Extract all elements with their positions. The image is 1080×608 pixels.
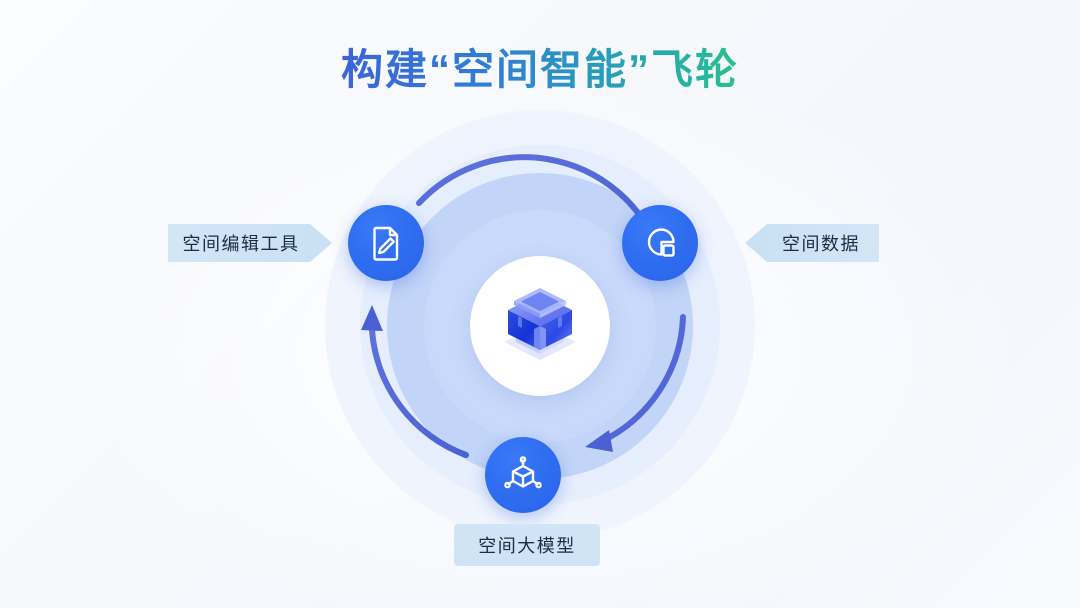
arrow-data-to-model (585, 314, 686, 452)
data-chart-icon (647, 228, 675, 257)
label-spatial-data[interactable]: 空间数据 (745, 224, 879, 262)
node-spatial-editing-tools[interactable] (348, 205, 424, 281)
center-medallion (470, 256, 610, 396)
cube-node-icon (504, 456, 542, 489)
arrow-model-to-tools (361, 305, 469, 458)
node-spatial-large-model[interactable] (485, 437, 561, 513)
label-spatial-large-model[interactable]: 空间大模型 (454, 524, 600, 566)
node-spatial-data[interactable] (622, 205, 698, 281)
label-spatial-editing-tools[interactable]: 空间编辑工具 (168, 224, 332, 262)
3d-cube-icon (504, 288, 576, 360)
document-edit-icon (373, 226, 399, 261)
